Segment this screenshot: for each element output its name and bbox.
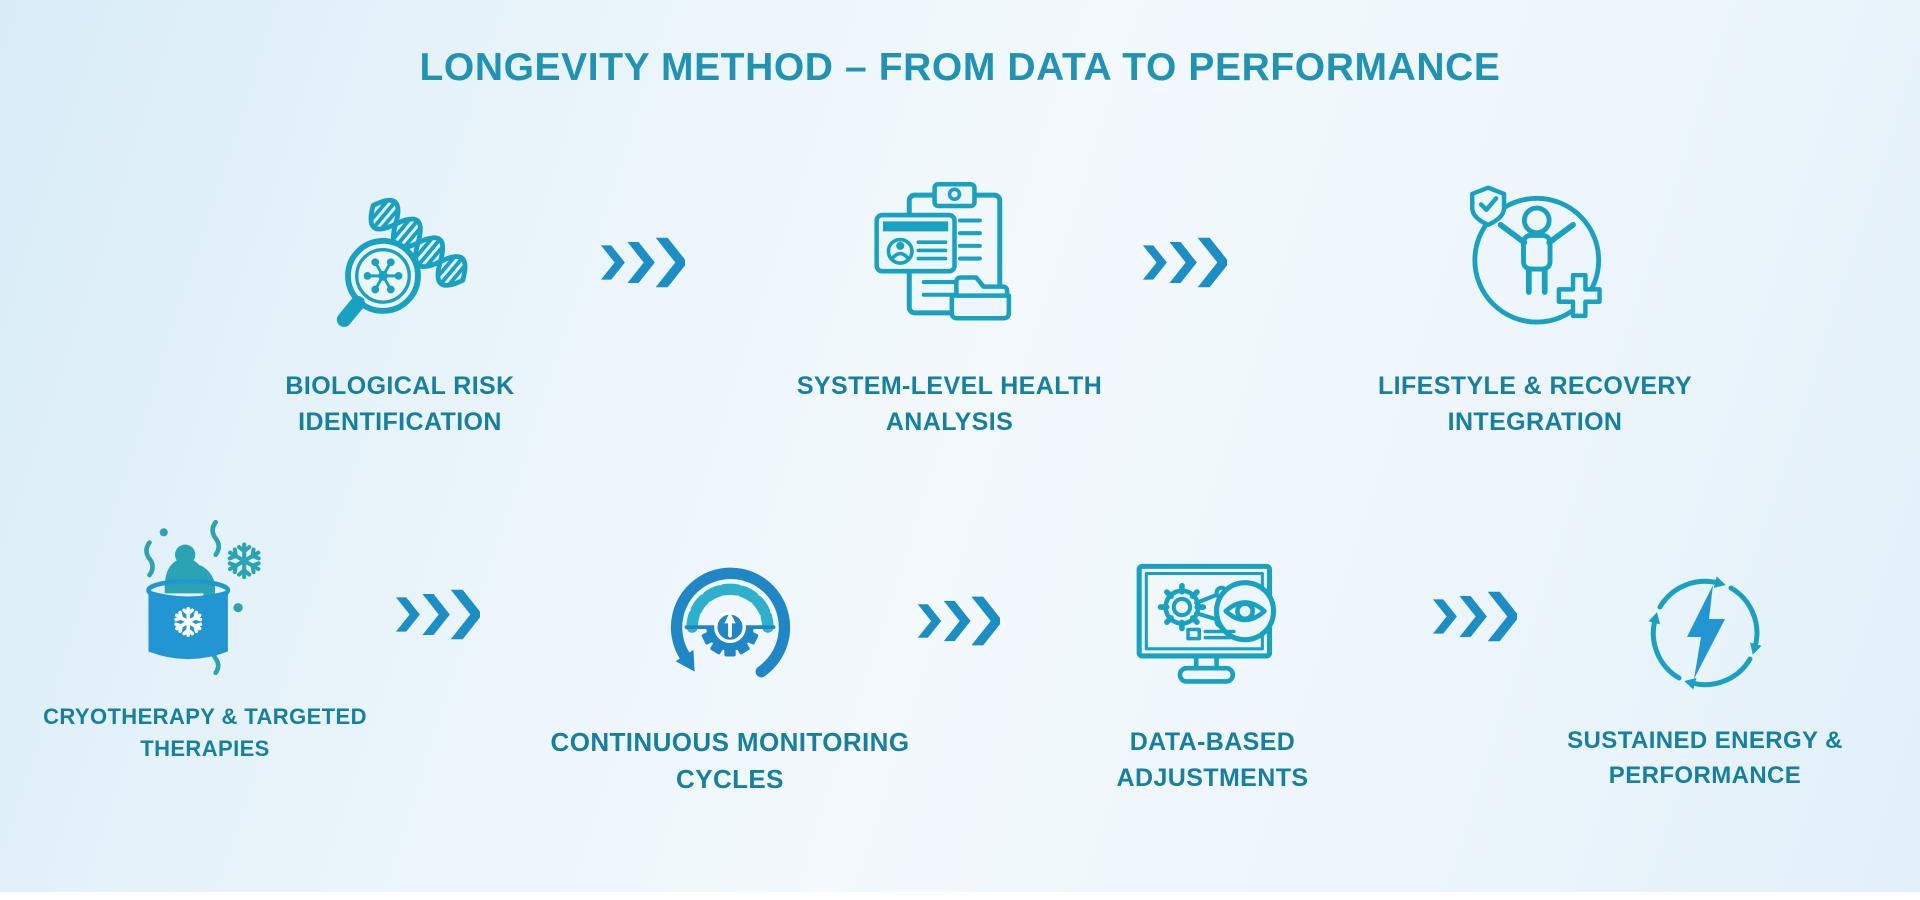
- cryotherapy-tub-icon: [136, 505, 274, 691]
- gauge-cycle-icon: [658, 550, 802, 710]
- triple-chevron-icon: [1141, 236, 1230, 294]
- step-label-data-adjustments: DATA-BASED ADJUSTMENTS: [1116, 728, 1309, 792]
- step-lifestyle-recovery: LIFESTYLE & RECOVERY INTEGRATION: [1345, 140, 1725, 440]
- step-monitoring-cycles: CONTINUOUS MONITORING CYCLES: [530, 550, 930, 799]
- step-cryotherapy: CRYOTHERAPY & TARGETED THERAPIES: [25, 505, 385, 764]
- dna-magnifier-icon: [313, 140, 488, 368]
- monitor-eye-icon: [1129, 550, 1297, 710]
- step-label-cryotherapy: CRYOTHERAPY & TARGETED THERAPIES: [43, 704, 367, 761]
- bottom-white-strip: [0, 892, 1920, 900]
- step-label-monitoring-cycles: CONTINUOUS MONITORING CYCLES: [550, 727, 910, 795]
- step-label-sustained-energy: SUSTAINED ENERGY & PERFORMANCE: [1567, 727, 1843, 789]
- page-title: LONGEVITY METHOD – FROM DATA TO PERFORMA…: [419, 46, 1501, 89]
- step-data-adjustments: DATA-BASED ADJUSTMENTS: [1040, 550, 1385, 796]
- step-system-health: SYSTEM-LEVEL HEALTH ANALYSIS: [762, 140, 1137, 440]
- triple-chevron-icon: [916, 595, 1003, 652]
- triple-chevron-icon: [599, 236, 688, 294]
- clipboard-health-record-icon: [864, 140, 1036, 368]
- energy-cycle-icon: [1630, 550, 1780, 710]
- step-biological-risk: BIOLOGICAL RISK IDENTIFICATION: [225, 140, 575, 440]
- step-label-system-health: SYSTEM-LEVEL HEALTH ANALYSIS: [796, 372, 1103, 436]
- person-shield-plus-icon: [1451, 140, 1619, 368]
- triple-chevron-icon: [1431, 590, 1520, 648]
- step-label-lifestyle-recovery: LIFESTYLE & RECOVERY INTEGRATION: [1377, 372, 1693, 436]
- step-sustained-energy: SUSTAINED ENERGY & PERFORMANCE: [1530, 550, 1880, 793]
- triple-chevron-icon: [394, 588, 483, 646]
- step-label-biological-risk: BIOLOGICAL RISK IDENTIFICATION: [285, 372, 515, 436]
